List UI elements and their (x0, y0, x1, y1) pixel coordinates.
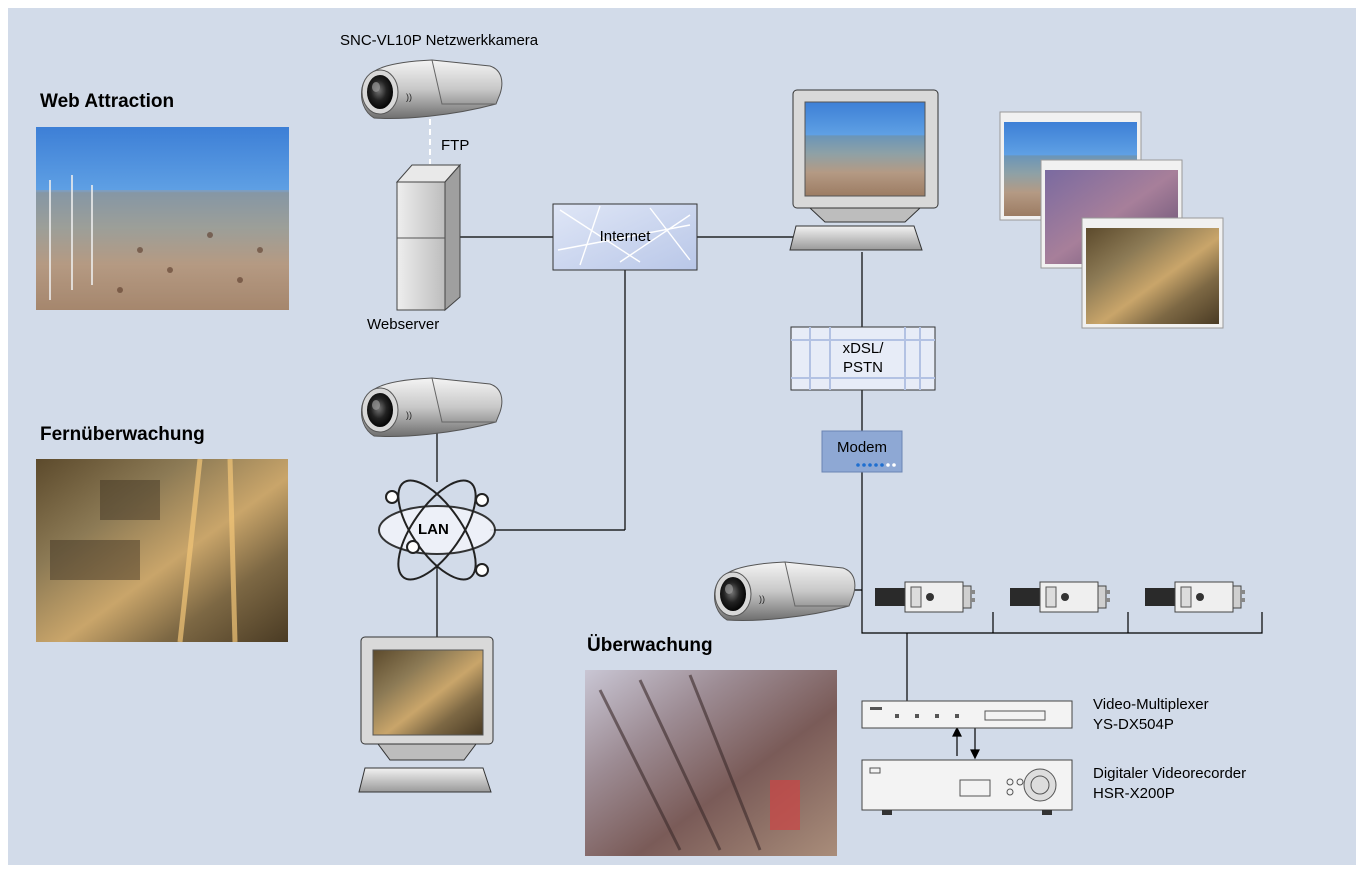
pc-bottom-left (358, 636, 494, 793)
xdsl-label-line2: PSTN (842, 359, 883, 376)
web-attraction-photo (36, 127, 289, 310)
modem-label: Modem (836, 439, 888, 456)
multiplexer-label-line2: YS-DX504P (1093, 716, 1174, 733)
ueberwachung-photo (585, 670, 837, 856)
multiplexer-label-line1: Video-Multiplexer (1093, 696, 1209, 713)
xdsl-box (790, 326, 936, 391)
video-multiplexer (861, 700, 1073, 729)
screenshot-stack (999, 111, 1224, 329)
recorder-label-line2: HSR-X200P (1093, 785, 1175, 802)
section-title-web-attraction: Web Attraction (40, 91, 175, 112)
xdsl-label-line1: xDSL/ (842, 340, 884, 357)
section-title-fernueberwachung: Fernüberwachung (40, 424, 205, 445)
camera-model-label: SNC-VL10P Netzwerkkamera (340, 32, 539, 49)
internet-box (552, 203, 698, 271)
recorder-label-line1: Digitaler Videorecorder (1093, 765, 1247, 782)
section-title-ueberwachung: Überwachung (587, 635, 713, 656)
fernueberwachung-photo (36, 458, 288, 643)
webserver-label: Webserver (367, 316, 440, 333)
internet-label: Internet (599, 228, 651, 245)
box-camera-3 (1144, 581, 1246, 613)
lan-symbol (378, 479, 496, 581)
ftp-label: FTP (441, 137, 470, 154)
camera-top (361, 59, 503, 119)
video-recorder (861, 759, 1073, 815)
lan-label: LAN (418, 521, 449, 538)
modem-box (821, 430, 903, 473)
camera-middle (361, 377, 503, 437)
pc-right (789, 89, 939, 251)
webserver-tower (395, 163, 462, 312)
camera-lower (714, 561, 856, 621)
camera-bus (861, 590, 1263, 634)
mux-recorder-arrows (952, 726, 980, 760)
box-camera-2 (1009, 581, 1111, 613)
box-camera-1 (874, 581, 976, 613)
